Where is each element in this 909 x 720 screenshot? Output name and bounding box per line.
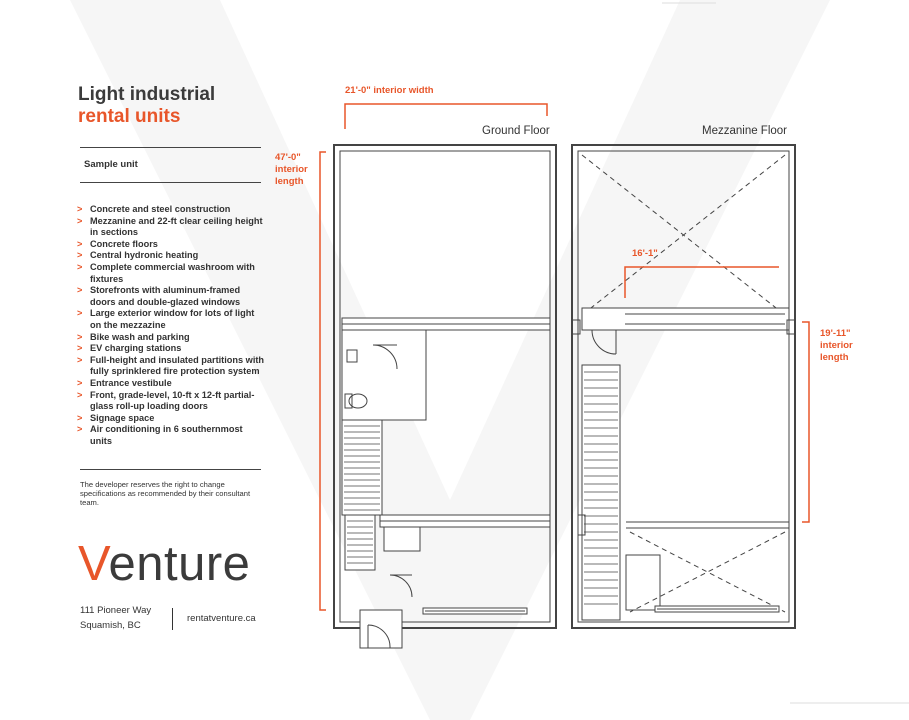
feature-text: Front, grade-level, 10-ft x 12-ft partia… — [90, 389, 255, 412]
feature-item: > Signage space — [77, 413, 267, 425]
feature-text: EV charging stations — [90, 343, 182, 354]
chevron-right-icon: > — [77, 261, 83, 272]
feature-text: Entrance vestibule — [90, 377, 172, 388]
feature-item: > Air conditioning in 6 southernmost unit… — [77, 424, 267, 447]
feature-text: Concrete floors — [90, 238, 158, 249]
feature-item: > Full-height and insulated partitions wi… — [77, 355, 267, 378]
website-link[interactable]: rentatventure.ca — [187, 613, 256, 624]
mezzanine-floor-plan — [571, 144, 796, 629]
feature-item: > Concrete and steel construction — [77, 204, 267, 216]
mezz-length-dim-line3: length — [820, 352, 849, 363]
sample-unit-label: Sample unit — [84, 159, 138, 170]
mezz-length-dim-line2: interior — [820, 340, 853, 351]
feature-text: Bike wash and parking — [90, 331, 190, 342]
length-dimension — [319, 151, 326, 611]
feature-text: Full-height and insulated partitions wit… — [90, 354, 265, 377]
feature-item: > Entrance vestibule — [77, 378, 267, 390]
divider — [80, 469, 261, 470]
contact-separator — [172, 608, 173, 630]
logo-v-letter: V — [78, 537, 109, 591]
mezzanine-floor-label: Mezzanine Floor — [702, 125, 787, 137]
feature-text: Complete commercial washroom with fixtur… — [90, 261, 255, 284]
feature-item: > Mezzanine and 22-ft clear ceiling heigh… — [77, 216, 267, 239]
venture-logo: Venture — [78, 536, 250, 592]
length-dim-line2: interior — [275, 164, 308, 175]
length-dim-value: 47'-0" — [275, 152, 301, 163]
chevron-right-icon: > — [77, 377, 83, 388]
chevron-right-icon: > — [77, 204, 83, 214]
feature-item: > Storefronts with aluminum-framed doors … — [77, 285, 267, 308]
chevron-right-icon: > — [77, 354, 83, 365]
chevron-right-icon: > — [77, 250, 83, 261]
chevron-right-icon: > — [77, 238, 83, 249]
feature-item: > Central hydronic heating — [77, 250, 267, 262]
chevron-right-icon: > — [77, 343, 83, 354]
chevron-right-icon: > — [77, 412, 83, 423]
logo-wordmark: enture — [108, 537, 251, 591]
chevron-right-icon: > — [77, 389, 83, 400]
feature-text: Large exterior window for lots of light … — [90, 308, 255, 330]
feature-text: Concrete and steel construction — [90, 204, 231, 214]
length-dim-line3: length — [275, 176, 304, 187]
divider — [80, 182, 261, 183]
feature-text: Signage space — [90, 412, 155, 423]
feature-item: > EV charging stations — [77, 343, 267, 355]
disclaimer-text: The developer reserves the right to chan… — [80, 480, 251, 507]
feature-text: Mezzanine and 22-ft clear ceiling height… — [90, 215, 263, 238]
page-title-line2: rental units — [78, 106, 181, 127]
mezz-width-dim-label: 16'-1" — [632, 248, 658, 259]
page-title-line1: Light industrial — [78, 84, 216, 105]
address-line2: Squamish, BC — [80, 620, 141, 631]
divider — [80, 147, 261, 148]
chevron-right-icon: > — [77, 331, 83, 342]
mezz-length-dim-value: 19'-11" — [820, 328, 851, 339]
features-list: > Concrete and steel construction > Mezzani… — [77, 204, 267, 447]
address-line1: 111 Pioneer Way — [80, 605, 152, 616]
chevron-right-icon: > — [77, 215, 83, 226]
ground-floor-label: Ground Floor — [482, 125, 550, 137]
feature-text: Storefronts with aluminum-framed doors a… — [90, 285, 241, 307]
chevron-right-icon: > — [77, 424, 83, 435]
mezz-length-dimension — [802, 321, 810, 523]
mezz-width-dimension — [624, 266, 779, 298]
width-dimension — [344, 103, 548, 129]
width-dim-label: 21'-0" interior width — [345, 85, 434, 96]
feature-item: > Concrete floors — [77, 239, 267, 251]
feature-text: Air conditioning in 6 southernmost units — [90, 424, 243, 446]
chevron-right-icon: > — [77, 308, 83, 319]
feature-text: Central hydronic heating — [90, 250, 199, 261]
ground-floor-plan — [333, 144, 557, 649]
feature-item: > Complete commercial washroom with fixtu… — [77, 262, 267, 285]
feature-item: > Bike wash and parking — [77, 332, 267, 344]
feature-item: > Large exterior window for lots of light… — [77, 308, 267, 331]
feature-item: > Front, grade-level, 10-ft x 12-ft parti… — [77, 390, 267, 413]
chevron-right-icon: > — [77, 285, 83, 296]
